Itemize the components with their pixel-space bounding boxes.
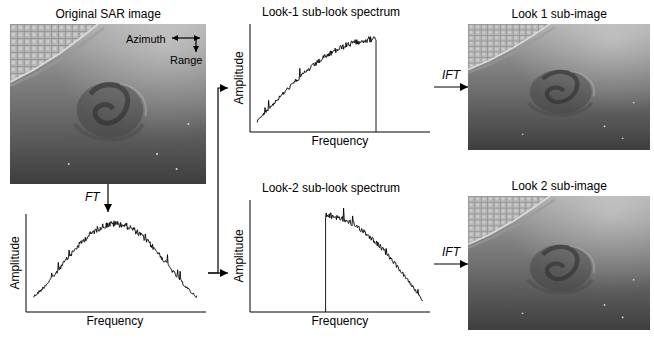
axis-label: Amplitude xyxy=(232,229,246,282)
flow-arrow xyxy=(208,88,228,273)
axis-label: Frequency xyxy=(312,135,369,149)
flow-arrow xyxy=(208,272,228,273)
sar-image-panel: Look 1 sub-image xyxy=(468,24,650,150)
panel-title: Look 1 sub-image xyxy=(512,8,607,22)
sar-sub-image xyxy=(468,196,650,330)
direction-label: Azimuth xyxy=(126,33,166,46)
sar-sub-image xyxy=(468,24,650,150)
spectrum-curve xyxy=(33,221,197,298)
sar-image-panel: Original SAR imageAzimuthRange xyxy=(10,24,206,184)
spectrum-curves xyxy=(33,37,423,312)
axis-label: Frequency xyxy=(312,315,369,329)
spectrum-curve xyxy=(326,208,423,312)
transform-label: FT xyxy=(83,191,102,205)
panel-title: Original SAR image xyxy=(56,8,161,22)
axis-label: Amplitude xyxy=(232,51,246,104)
transform-label: IFT xyxy=(440,246,462,260)
panel-title: Look-1 sub-look spectrum xyxy=(262,6,400,20)
axis-label: Frequency xyxy=(87,315,144,329)
flow-arrow xyxy=(107,184,108,212)
plot-axes xyxy=(250,200,430,312)
transform-label: IFT xyxy=(440,69,462,83)
plot-axes xyxy=(250,24,430,132)
range-arrow xyxy=(195,38,196,52)
sar-image-panel: Look 2 sub-image xyxy=(468,196,650,330)
flow-arrow xyxy=(434,263,468,264)
direction-label: Range xyxy=(170,54,202,67)
flow-arrow xyxy=(434,86,468,87)
spectrum-curve xyxy=(257,37,376,132)
plot-axes xyxy=(26,214,206,312)
sar-image xyxy=(10,24,206,184)
spectrum-plot: AmplitudeFrequency xyxy=(4,212,208,334)
spectrum-plot: Look-1 sub-look spectrumAmplitudeFrequen… xyxy=(228,22,434,154)
spectrum-plot: Look-2 sub-look spectrumAmplitudeFrequen… xyxy=(228,198,434,334)
panel-title: Look 2 sub-image xyxy=(512,180,607,194)
panel-title: Look-2 sub-look spectrum xyxy=(262,182,400,196)
axis-label: Amplitude xyxy=(8,236,22,289)
